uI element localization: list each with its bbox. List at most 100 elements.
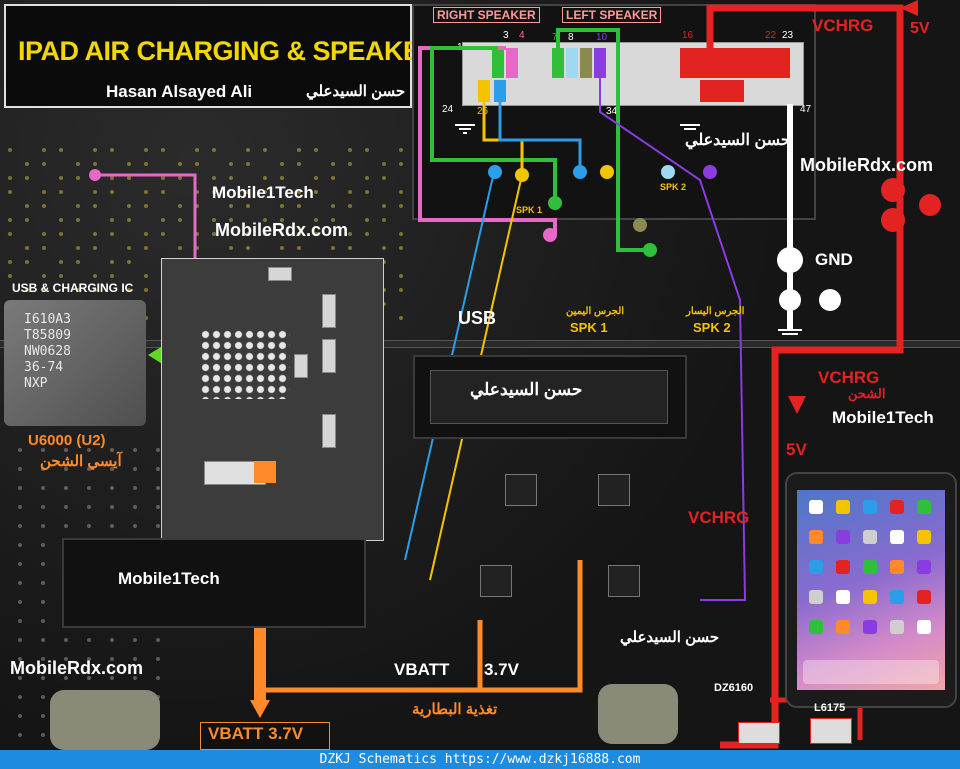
via-dot	[156, 524, 160, 528]
via-dot	[348, 232, 352, 236]
via-dot	[87, 676, 91, 680]
via-dot	[42, 232, 46, 236]
l6175-part	[810, 718, 852, 744]
via-dot	[76, 176, 80, 180]
capacitor	[322, 414, 336, 448]
via-dot	[110, 218, 114, 222]
mobile1tech-watermark-left: Mobile1Tech	[118, 569, 220, 588]
via-dot	[297, 246, 301, 250]
node-dot	[89, 169, 101, 181]
via-dot	[144, 190, 148, 194]
via-dot	[110, 676, 114, 680]
via-dot	[156, 657, 160, 661]
via-dot	[144, 246, 148, 250]
via-dot	[156, 486, 160, 490]
via-dot	[382, 162, 386, 166]
via-dot	[87, 638, 91, 642]
via-dot	[8, 218, 12, 222]
via-dot	[18, 733, 22, 737]
via-dot	[314, 176, 318, 180]
via-dot	[178, 218, 182, 222]
via-dot	[18, 448, 22, 452]
via-dot	[93, 232, 97, 236]
spk2-small-label: SPK 2	[660, 182, 687, 192]
via-dot	[64, 676, 68, 680]
via-dot	[25, 218, 29, 222]
via-dot	[18, 486, 22, 490]
via-dot	[399, 204, 403, 208]
via-dot	[178, 246, 182, 250]
via-dot	[41, 676, 45, 680]
via-dot	[144, 274, 148, 278]
via-dot	[25, 246, 29, 250]
via-dot	[18, 676, 22, 680]
pin-green-7	[552, 48, 564, 78]
via-dot	[331, 218, 335, 222]
via-dot	[144, 232, 148, 236]
via-dot	[161, 218, 165, 222]
via-dot	[18, 581, 22, 585]
via-dot	[76, 204, 80, 208]
via-dot	[93, 274, 97, 278]
app-icon	[917, 590, 931, 604]
via-dot	[93, 190, 97, 194]
via-dot	[41, 657, 45, 661]
spk2-label: SPK 2	[693, 320, 731, 335]
via-dot	[246, 246, 250, 250]
via-dot	[42, 148, 46, 152]
via-dot	[399, 232, 403, 236]
via-dot	[110, 448, 114, 452]
via-dot	[18, 619, 22, 623]
vchrg-label-top: VCHRG	[812, 16, 874, 35]
via-dot	[64, 505, 68, 509]
arrow-5v-top	[900, 0, 918, 16]
via-dot	[18, 638, 22, 642]
vchrg-node	[881, 178, 905, 202]
via-dot	[8, 260, 12, 264]
via-dot	[59, 232, 63, 236]
via-dot	[59, 260, 63, 264]
app-icon	[836, 530, 850, 544]
app-icon	[809, 560, 823, 574]
ipad-dock	[803, 660, 939, 684]
via-dot	[64, 467, 68, 471]
top-flex-connector	[412, 4, 816, 220]
via-dot	[133, 448, 137, 452]
via-dot	[41, 467, 45, 471]
via-dot	[41, 486, 45, 490]
fivev-label-mid: 5V	[786, 440, 807, 459]
via-dot	[229, 218, 233, 222]
author-name: Hasan Alsayed Ali	[106, 82, 253, 101]
via-dot	[64, 524, 68, 528]
via-dot	[144, 204, 148, 208]
board-edge	[0, 340, 960, 348]
mobilerdx-watermark-right: MobileRdx.com	[800, 155, 934, 175]
app-icon	[890, 530, 904, 544]
via-dot	[195, 148, 199, 152]
via-dot	[41, 562, 45, 566]
via-dot	[246, 204, 250, 208]
via-dot	[263, 190, 267, 194]
pin-number: 34	[606, 106, 618, 117]
node-dot	[515, 168, 529, 182]
via-dot	[25, 260, 29, 264]
screw-hole	[598, 684, 678, 744]
via-dot	[263, 148, 267, 152]
vbatt-bottom-label: VBATT 3.7V	[208, 724, 304, 743]
gnd-node	[779, 289, 801, 311]
usb-charging-ic-label: USB & CHARGING IC	[12, 281, 134, 295]
via-dot	[133, 486, 137, 490]
gnd-label: GND	[815, 250, 853, 269]
dz6160-part	[738, 722, 780, 744]
app-icon	[809, 500, 823, 514]
spk1-label: SPK 1	[570, 320, 608, 335]
via-dot	[76, 162, 80, 166]
via-dot	[212, 176, 216, 180]
vchrg-label-low: VCHRG	[688, 508, 750, 527]
pin-yellow-26	[478, 80, 490, 102]
app-icon	[836, 560, 850, 574]
via-dot	[133, 524, 137, 528]
via-dot	[263, 176, 267, 180]
via-dot	[297, 204, 301, 208]
l6175-label: L6175	[814, 702, 846, 714]
